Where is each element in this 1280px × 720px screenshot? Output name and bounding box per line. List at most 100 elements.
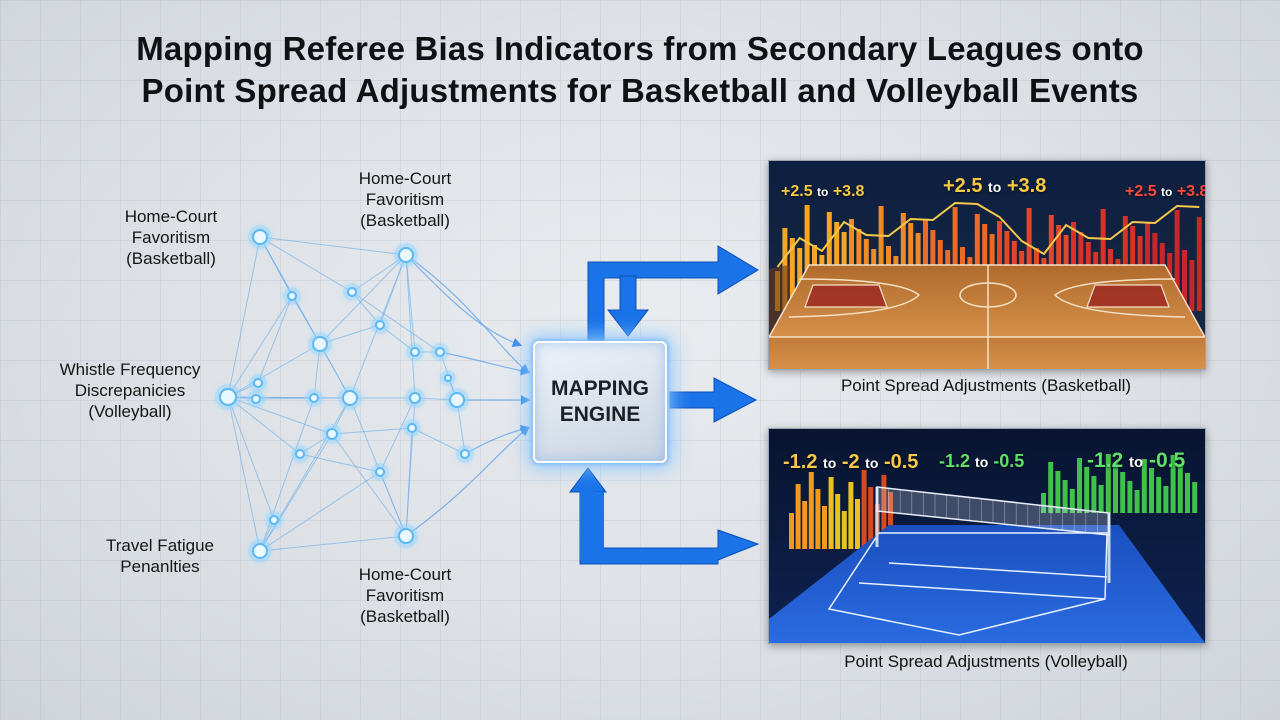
basketball-panel: +2.5 to +3.8 +2.5 to +3.8 +2.5 to +3.8 — [768, 160, 1206, 370]
basketball-bar — [826, 212, 832, 311]
input-label-line: Favoritism — [365, 190, 445, 209]
range-to: to — [823, 455, 837, 471]
input-label-line: Penanlties — [120, 557, 200, 576]
basketball-bar — [1026, 208, 1032, 311]
input-label-line: Home-Court — [358, 565, 452, 584]
basketball-bar — [1048, 215, 1054, 311]
engine-feed-line — [439, 351, 531, 376]
network-node — [219, 388, 237, 406]
engine-feed-line — [464, 424, 531, 455]
volleyball-court-floor — [769, 525, 1205, 643]
arrow-middle — [669, 377, 758, 423]
range-value: +3.8 — [1006, 175, 1047, 197]
basketball-bar — [1100, 209, 1106, 311]
input-label-line: Favoritism — [365, 586, 445, 605]
network-node — [269, 515, 279, 525]
paint-left — [805, 285, 887, 307]
input-label-home-court-1: Home-Court Favoritism (Basketball) — [96, 206, 246, 269]
network-edge — [227, 396, 301, 455]
network-node — [312, 336, 328, 352]
range-value: -2 — [841, 451, 860, 473]
basketball-bar — [1196, 217, 1202, 311]
basketball-range-center: +2.5 to +3.8 — [943, 175, 1046, 198]
range-value: -1.2 — [783, 451, 818, 473]
network-edge — [259, 471, 381, 552]
range-to: to — [817, 185, 829, 199]
network-node — [398, 247, 414, 263]
network-node — [398, 528, 414, 544]
basketball-bar — [1122, 216, 1128, 311]
engine-feed-line — [405, 254, 523, 347]
volleyball-bar — [861, 470, 867, 549]
volleyball-bar — [1120, 472, 1126, 513]
range-value: -0.5 — [993, 451, 1025, 471]
volleyball-bar — [1055, 471, 1061, 513]
input-label-line: Favoritism — [131, 228, 211, 247]
basketball-bar — [952, 207, 958, 311]
network-edge — [257, 295, 293, 384]
title-line-2: Point Spread Adjustments for Basketball … — [141, 72, 1139, 109]
basketball-trend-line — [776, 201, 1200, 268]
engine-feed-line — [405, 426, 530, 537]
input-label-line: Travel Fatigue — [105, 536, 215, 555]
arrow-loop-up — [580, 492, 604, 560]
network-node — [409, 392, 421, 404]
input-label-line: Whistle Frequency — [59, 360, 201, 379]
network-node — [253, 378, 263, 388]
network-edge — [259, 397, 315, 552]
volleyball-bar — [1091, 476, 1097, 513]
basketball-visual — [769, 161, 1205, 369]
network-edge — [299, 453, 381, 473]
network-node — [444, 374, 452, 382]
input-label-line: Home-Court — [358, 169, 452, 188]
basketball-bar — [1174, 210, 1180, 311]
network-edge — [405, 397, 416, 537]
input-label-line: (Basketball) — [360, 607, 450, 626]
volleyball-bar — [1177, 464, 1183, 513]
volleyball-bar — [1084, 467, 1090, 513]
input-label-travel-fatigue: Travel Fatigue Penanlties — [85, 535, 235, 577]
network-edge — [379, 397, 416, 473]
network-node — [342, 390, 358, 406]
input-label-home-court-2: Home-Court Favoritism (Basketball) — [330, 168, 480, 231]
volleyball-bar — [1048, 462, 1054, 513]
network-edge — [405, 254, 416, 399]
range-value: +3.8 — [832, 183, 865, 200]
range-value: -0.5 — [883, 451, 919, 473]
network-edge — [227, 236, 261, 398]
network-node — [295, 449, 305, 459]
network-node — [287, 291, 297, 301]
input-label-line: Home-Court — [124, 207, 218, 226]
network-node — [309, 393, 319, 403]
network-edge — [227, 343, 321, 398]
network-edge — [259, 236, 407, 256]
volleyball-bar — [1041, 493, 1046, 513]
basketball-bar — [974, 214, 980, 311]
network-node — [410, 347, 420, 357]
volleyball-bar — [1134, 490, 1140, 513]
network-node — [326, 428, 338, 440]
network-edge — [411, 427, 466, 455]
network-edges — [227, 236, 466, 552]
volleyball-bar — [1062, 480, 1068, 513]
basketball-bar — [804, 205, 810, 311]
volleyball-panel: -1.2 to -2 to -0.5 -1.2 to -0.5 -1.2 to … — [768, 428, 1206, 644]
volleyball-bar — [1077, 458, 1082, 513]
volleyball-bar — [808, 472, 814, 549]
network-node — [435, 347, 445, 357]
volleyball-bar — [1098, 485, 1104, 513]
volleyball-bar — [1141, 459, 1147, 513]
network-edge — [227, 396, 275, 521]
input-label-line: (Volleyball) — [88, 402, 172, 421]
network-edge — [331, 427, 413, 435]
engine-feed-line — [405, 254, 530, 374]
volleyball-bar — [1156, 477, 1162, 513]
volleyball-range-center: -1.2 to -0.5 — [939, 451, 1024, 472]
volleyball-bar — [1149, 468, 1154, 513]
network-edge — [255, 397, 315, 400]
network-edge — [351, 291, 441, 353]
network-edge — [259, 236, 353, 293]
volleyball-range-right: -1.2 to -0.5 — [1087, 449, 1185, 473]
arrow-to-basketball — [587, 245, 759, 341]
